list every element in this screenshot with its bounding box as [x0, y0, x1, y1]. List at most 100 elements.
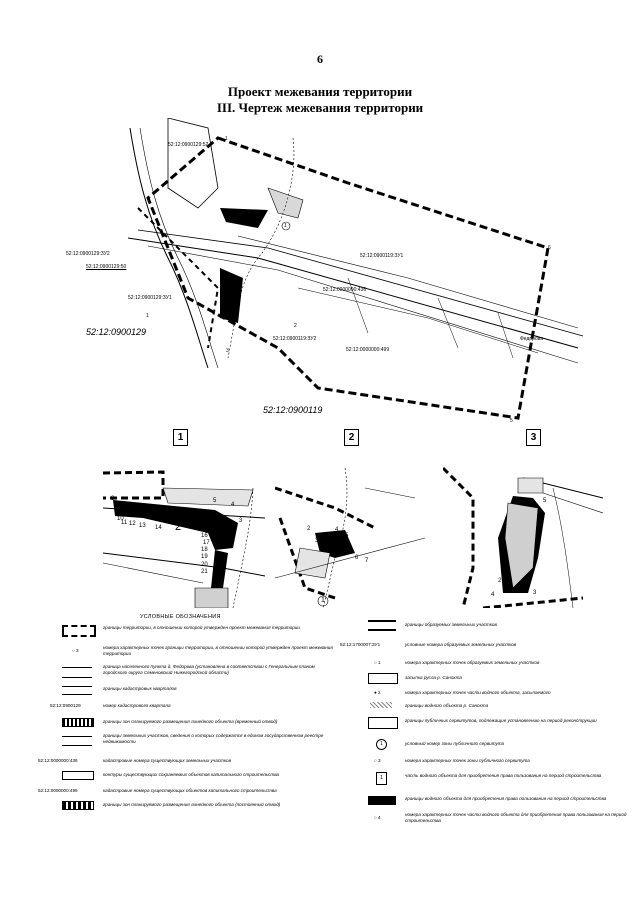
legend-right-5: границы водного объекта р. Санохта	[405, 703, 489, 708]
label-linear-436: 52:12:0000000:436	[323, 287, 367, 293]
title-line-1: Проект межевания территории	[227, 84, 413, 99]
d3-n5: 5	[543, 498, 547, 504]
legend-symbol-water-use	[368, 796, 396, 805]
title-line-2: III. Чертеж межевания территории	[216, 100, 424, 115]
legend-left-2: граница населенного пункта д. Федорова (…	[103, 664, 315, 675]
legend-symbol-water-body	[370, 702, 392, 708]
page-number: 6	[317, 52, 323, 66]
point-5: 5	[510, 418, 513, 424]
d1-n20: 20	[201, 562, 208, 568]
point-3: 3	[226, 348, 229, 354]
legend-right-mark-4: ● 2	[374, 690, 381, 695]
legend-left-7: кадастровые номера существующих земельны…	[103, 758, 231, 763]
legend-left-1: номера характерных точек границы террито…	[103, 645, 333, 656]
legend-symbol-land-plots	[62, 736, 92, 746]
legend-left-mark-7: 52:12:0000000:436	[38, 758, 78, 763]
d3-n1: 1	[506, 586, 510, 592]
legend-right-10: границы водного объекта для приобретения…	[405, 796, 607, 801]
legend-left-10: границы зон планируемого размещения лине…	[103, 802, 281, 807]
legend-right-0: границы образуемых земельных участков	[405, 622, 497, 627]
label-zu1-left: 52:12:0900129:ЗУ1	[128, 295, 172, 301]
point-6: 6	[548, 245, 551, 251]
d1-n11: 11	[121, 520, 128, 526]
legend-right-mark-11: ○ 4	[374, 815, 381, 820]
circle-1: 1	[284, 223, 287, 229]
label-linear-499: 52:12:0000000:499	[346, 347, 390, 353]
main-map-drawing	[127, 117, 584, 420]
d2-n6: 6	[355, 555, 359, 561]
d1-n12: 12	[129, 521, 136, 527]
legend-left-8: контуры существующих сохраняемых объекто…	[103, 772, 280, 777]
legend-left-mark-9: 52:12:0000000:499	[38, 788, 78, 793]
d1-n10: 10	[117, 516, 124, 522]
legend-symbol-quarter	[62, 686, 92, 695]
legend-right-4: номера характерных точек части водного о…	[405, 690, 551, 695]
detail-box-3: 3	[526, 429, 541, 446]
detail-box-2: 2	[344, 429, 359, 446]
quarter-label-bottom: 52:12:0900119	[263, 405, 323, 415]
d2-circle-1: 1	[321, 597, 325, 604]
d3-n4: 4	[491, 592, 495, 598]
legend-left-mark-4: 52:12:0900129	[50, 703, 81, 708]
d2-n7: 7	[365, 558, 369, 564]
d1-n19: 19	[201, 554, 208, 560]
legend-left-4: номер кадастрового квартала	[103, 703, 171, 708]
detail-panel-2: 4 5 6 7 3 2 1	[275, 458, 425, 608]
d1-n16: 16	[201, 533, 208, 539]
legend-title: УСЛОВНЫЕ ОБОЗНАЧЕНИЯ	[140, 614, 221, 620]
legend-symbol-buildings	[62, 771, 94, 780]
d1-n4: 4	[231, 502, 235, 508]
d1-n5: 5	[213, 498, 217, 504]
legend-symbol-servitude	[368, 717, 398, 729]
legend-right-9: часть водного объекта для приобретения п…	[405, 773, 602, 778]
label-zu2-center: 52:12:0900119:ЗУ2	[273, 336, 317, 342]
d1-n9: 9	[115, 506, 119, 512]
legend-left-0: границы территории, в отношении которой …	[103, 625, 300, 630]
detail-panel-1: 8 9 10 11 12 13 14 2 16 17 18 19 20 21 5…	[103, 458, 265, 608]
legend-right-7: условный номер зоны публичного сервитута	[405, 741, 505, 746]
d1-n8: 8	[111, 496, 115, 502]
d1-n13: 13	[139, 523, 146, 529]
legend-symbol-temporary-zone	[62, 718, 94, 727]
left-mark: 1	[146, 313, 149, 319]
d2-n5: 5	[345, 533, 349, 539]
legend-right-1: условные номера образуемых земельных уча…	[405, 642, 517, 647]
d2-n2: 2	[307, 526, 311, 532]
legend-right-11: номера характерных точек части водного о…	[405, 812, 627, 823]
d1-zone-2: 2	[175, 521, 182, 533]
d1-n21: 21	[201, 569, 208, 575]
legend-left-6: границы земельных участков, сведения о к…	[103, 733, 324, 744]
label-road: Федорова	[520, 336, 544, 342]
legend-right-mark-7: 1	[376, 739, 387, 750]
legend-symbol-territory	[62, 625, 96, 637]
legend-right-mark-9: 1	[376, 772, 387, 785]
point-1: 1	[225, 136, 228, 142]
legend-left-5: границы зон планируемого размещения лине…	[103, 719, 278, 724]
d3-n3: 3	[533, 590, 537, 596]
legend-symbol-settlement	[62, 667, 92, 678]
legend-right-3: засыпка русла р. Санохта	[405, 675, 462, 680]
d1-n14: 14	[155, 525, 162, 531]
legend-right-mark-8: ○ 3	[374, 758, 381, 763]
d1-n17: 17	[203, 540, 210, 546]
detail-panel-3: 1 2 3 4 5	[443, 458, 603, 608]
label-cad-52: 52:12:0900129:52	[168, 142, 209, 148]
main-map: 52:12:0900129:52 52:12:0900129:ЗУ2 52:12…	[66, 117, 588, 428]
detail-2-drawing	[275, 467, 425, 608]
d3-n2: 2	[498, 578, 502, 584]
detail-3-drawing	[443, 466, 603, 608]
legend-right-8: номера характерных точек зоны публичного…	[405, 758, 530, 763]
d2-n3: 3	[315, 538, 319, 544]
legend-right-6: границы публичных сервитутов, подлежащие…	[405, 718, 597, 723]
legend-right-mark-2: ○ 1	[374, 660, 381, 665]
label-zu1-right: 52:12:0900119:ЗУ1	[360, 253, 404, 259]
point-2: 2	[294, 323, 297, 329]
legend-right-mark-1: 52:12:1700007:ЗУ1	[340, 642, 381, 647]
legend-left-mark-1: ○ 3	[72, 648, 79, 653]
legend-symbol-new-plots	[368, 620, 396, 631]
d2-n4: 4	[335, 527, 339, 533]
detail-box-1: 1	[173, 429, 188, 446]
legend-left-3: границы кадастровых кварталов	[103, 686, 177, 691]
label-cad-50: 52:12:0900129:50	[86, 264, 127, 270]
legend-left-9: кадастровые номера существующих объектов…	[103, 788, 277, 793]
